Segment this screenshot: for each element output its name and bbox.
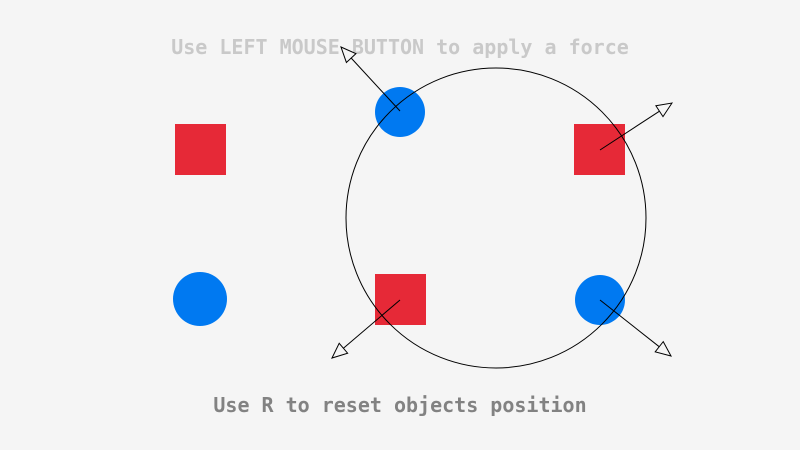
blue-circle-left[interactable]: [173, 272, 227, 326]
reset-instruction: Use R to reset objects position: [213, 393, 587, 417]
force-arrow-head-1: [340, 46, 357, 64]
force-arrow-shaft-4: [599, 299, 665, 351]
force-arrow-shaft-1: [346, 53, 401, 112]
force-arrow-head-2: [655, 102, 674, 118]
red-square-left[interactable]: [175, 124, 226, 175]
force-arrow-head-3: [331, 342, 349, 359]
red-square-center[interactable]: [375, 274, 426, 325]
force-arrow-shaft-3: [338, 299, 401, 353]
apply-force-instruction: Use LEFT MOUSE BUTTON to apply a force: [171, 35, 629, 59]
blue-circle-top[interactable]: [375, 87, 425, 137]
force-arrow-shaft-2: [599, 107, 665, 151]
red-square-right[interactable]: [574, 124, 625, 175]
force-arrow-head-4: [654, 340, 672, 357]
boundary-circle: [345, 67, 647, 369]
